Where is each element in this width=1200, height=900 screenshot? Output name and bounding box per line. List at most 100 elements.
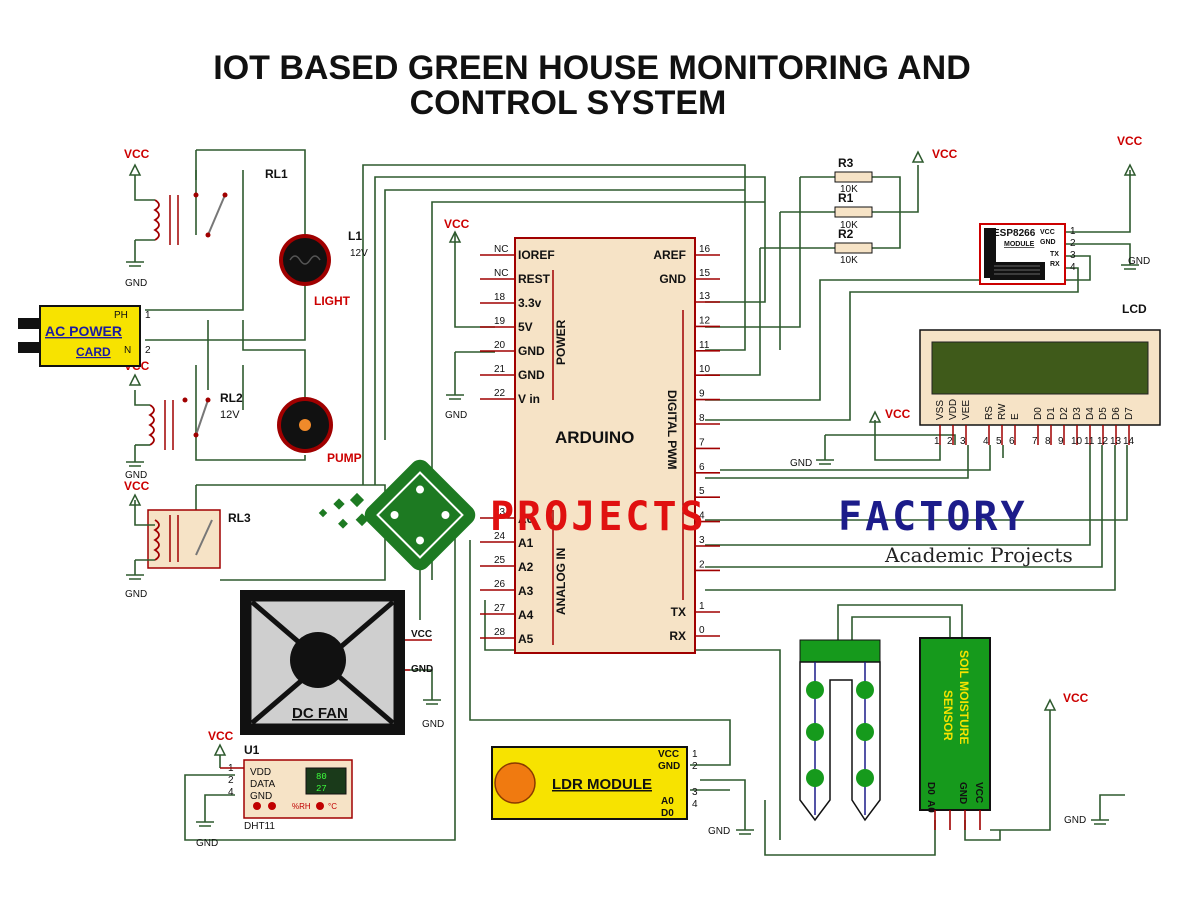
svg-text:10K: 10K <box>840 220 858 231</box>
analog-in-label: ANALOG IN <box>554 548 568 615</box>
lcd-pin-number: 3 <box>960 436 966 447</box>
svg-text:2: 2 <box>692 761 698 772</box>
esp8266-module: ESP8266 MODULE VCC GND TX RX 1 2 3 4 <box>979 223 1076 285</box>
lcd-pin-name: D6 <box>1111 407 1122 420</box>
svg-text:GND: GND <box>125 470 147 481</box>
svg-text:1: 1 <box>1070 226 1076 237</box>
soil-label-1: SOIL MOISTURE <box>957 650 971 744</box>
arduino-pin-name: GND <box>518 344 545 358</box>
gnd-symbol: GND <box>1064 815 1109 826</box>
lcd-pin-number: 10 <box>1071 436 1083 447</box>
arduino-pin-number: 16 <box>699 244 711 255</box>
svg-text:VCC: VCC <box>124 479 150 493</box>
arduino-pin-name: REST <box>518 272 551 286</box>
arduino-pin-number: 11 <box>699 340 710 351</box>
esp-label: ESP8266 <box>993 228 1036 239</box>
lcd-pin-number: 6 <box>1009 436 1015 447</box>
svg-text:GND: GND <box>422 719 444 730</box>
soil-moisture-probe <box>799 639 881 822</box>
watermark-dots <box>318 492 369 529</box>
svg-text:GND: GND <box>125 589 147 600</box>
title-line-1: IOT BASED GREEN HOUSE MONITORING AND <box>213 49 971 87</box>
svg-text:VCC: VCC <box>973 782 984 803</box>
arduino-pin-number: NC <box>494 268 508 279</box>
lcd-pin-name: D4 <box>1085 407 1096 420</box>
svg-text:1: 1 <box>692 749 698 760</box>
gnd-symbol: GND <box>790 458 834 469</box>
arduino-pin-number: 7 <box>699 437 705 448</box>
resistors: R3 10K R1 10K R2 10K <box>834 156 873 266</box>
svg-text:R2: R2 <box>838 227 854 241</box>
relay-rl3: RL3 <box>134 500 251 569</box>
arduino-pin-number: 13 <box>699 291 711 302</box>
gnd-symbol: GND <box>196 794 235 849</box>
arduino-pin-number: 27 <box>494 603 506 614</box>
arduino-pin-number: 25 <box>494 555 506 566</box>
svg-text:VCC: VCC <box>1040 229 1055 236</box>
arduino-pin-number: 21 <box>494 364 506 375</box>
dht11-sensor: U1 80 27 VDD DATA GND %RH °C DHT11 1 2 4 <box>220 743 353 832</box>
svg-text:%RH: %RH <box>292 802 311 811</box>
svg-text:MODULE: MODULE <box>1004 241 1035 248</box>
lcd-pin-number: 8 <box>1045 436 1051 447</box>
lcd-pin-name: VDD <box>948 399 959 420</box>
arduino-pin-number: 2 <box>699 559 705 570</box>
svg-text:GND: GND <box>411 664 433 675</box>
light-label: LIGHT <box>314 294 351 308</box>
lamp-l1: L1 12V LIGHT <box>279 229 368 308</box>
svg-text:A0: A0 <box>925 800 936 813</box>
arduino-pin-name: A2 <box>518 560 534 574</box>
svg-text:GND: GND <box>1128 256 1150 267</box>
lcd-pin-number: 5 <box>996 436 1002 447</box>
svg-text:R1: R1 <box>838 191 854 205</box>
arduino-pin-number: 10 <box>699 364 711 375</box>
lcd-pin-name: D3 <box>1072 407 1083 420</box>
svg-text:GND: GND <box>250 791 272 802</box>
ldr-label: LDR MODULE <box>552 776 652 793</box>
svg-text:VCC: VCC <box>1063 691 1089 705</box>
arduino-pin-name: AREF <box>653 248 686 262</box>
svg-text:°C: °C <box>328 802 337 811</box>
arduino-label: ARDUINO <box>555 428 634 447</box>
soil-moisture-sensor: SOIL MOISTURE SENSOR D0 A0 GND VCC <box>919 637 991 830</box>
arduino-pin-number: 1 <box>699 601 705 612</box>
arduino-pin-name: A5 <box>518 632 534 646</box>
lcd-pin-number: 1 <box>934 436 940 447</box>
lcd-pin-name: D7 <box>1124 407 1135 420</box>
svg-text:DHT11: DHT11 <box>244 821 275 832</box>
gnd-symbol: GND <box>445 394 467 421</box>
arduino-pin-name: A0 <box>518 512 534 526</box>
arduino-pin-number: 19 <box>494 316 506 327</box>
gnd-symbol: GND <box>708 826 754 837</box>
arduino-pin-number: 3 <box>699 535 705 546</box>
lcd-pin-number: 9 <box>1058 436 1064 447</box>
vcc-symbol: VCC <box>911 147 958 163</box>
n-label: N <box>124 345 131 356</box>
arduino-pin-name: GND <box>659 272 686 286</box>
watermark-logo-icon <box>364 459 476 571</box>
arduino-pin-number: 28 <box>494 627 506 638</box>
svg-text:VCC: VCC <box>124 147 150 161</box>
svg-text:10K: 10K <box>840 184 858 195</box>
arduino-pin-name: V in <box>518 392 540 406</box>
svg-text:2: 2 <box>145 345 151 356</box>
svg-text:VCC: VCC <box>411 629 432 640</box>
svg-text:4: 4 <box>228 787 234 798</box>
relay-rl2: RL2 12V <box>134 390 243 450</box>
arduino-pin-name: TX <box>671 605 686 619</box>
lcd-pin-name: E <box>1010 413 1021 420</box>
gnd-symbol: GND <box>1121 256 1150 270</box>
lcd-pin-number: 12 <box>1097 436 1109 447</box>
svg-text:GND: GND <box>1040 239 1056 246</box>
pump-label: PUMP <box>327 451 362 465</box>
svg-text:2: 2 <box>1070 238 1076 249</box>
svg-text:VCC: VCC <box>444 217 470 231</box>
vcc-symbol: VCC <box>1043 691 1089 711</box>
arduino-pin-name: A3 <box>518 584 534 598</box>
svg-text:A0: A0 <box>661 796 674 807</box>
dht-temperature: 27 <box>316 784 327 794</box>
arduino-pin-name: A4 <box>518 608 534 622</box>
svg-text:VCC: VCC <box>1117 134 1143 148</box>
rl3-label: RL3 <box>228 511 251 525</box>
